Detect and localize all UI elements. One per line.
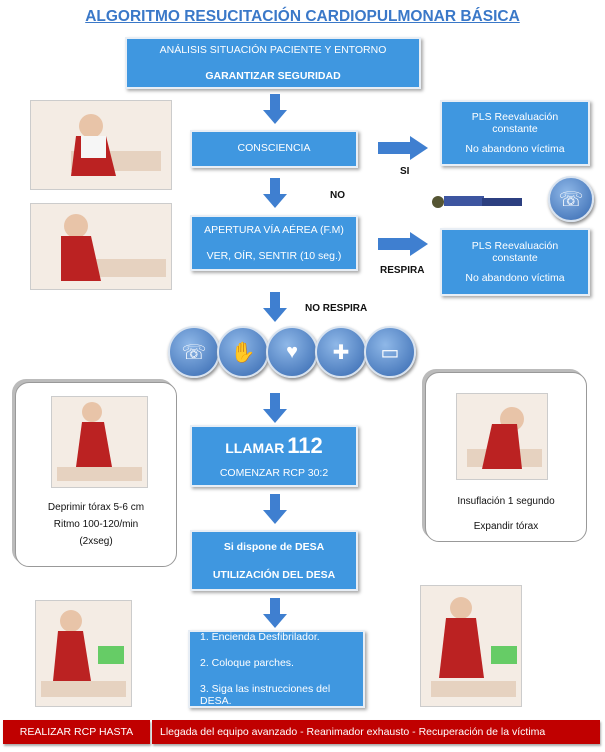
pls1-line2: No abandono víctima <box>465 143 565 155</box>
footer-left-text: REALIZAR RCP HASTA <box>19 726 134 738</box>
page-title: ALGORITMO RESUCITACIÓN CARDIOPULMONAR BÁ… <box>85 8 520 25</box>
call-label: LLAMAR <box>225 440 285 456</box>
label-respira: RESPIRA <box>380 265 425 276</box>
pls-box-1: PLS Reevaluación constante No abandono v… <box>440 100 590 166</box>
step-3: 3. Siga las instrucciones del DESA. <box>200 683 331 707</box>
desa-box: Si dispone de DESA UTILIZACIÓN DEL DESA <box>190 530 358 591</box>
rescue-breath-image <box>456 393 548 480</box>
compression-depth: Deprimir tórax 5-6 cm <box>47 502 145 513</box>
hand-icon: ✋ <box>217 326 269 378</box>
analysis-line2: GARANTIZAR SEGURIDAD <box>205 70 341 82</box>
arrow-right-icon <box>378 232 428 256</box>
compressions-card: Deprimir tórax 5-6 cm Ritmo 100-120/min … <box>15 382 177 567</box>
pls2-line1: PLS Reevaluación constante <box>471 240 559 264</box>
step-2: 2. Coloque parches. <box>200 657 294 669</box>
pls-box-2: PLS Reevaluación constante No abandono v… <box>440 228 590 296</box>
conscience-box: CONSCIENCIA <box>190 130 358 168</box>
footer-right-text: Llegada del equipo avanzado - Reanimador… <box>160 726 546 738</box>
start-cpr-text: COMENZAR RCP 30:2 <box>219 467 329 479</box>
pls2-line2: No abandono víctima <box>465 272 565 284</box>
aed-steps-box: 1. Encienda Desfibrilador. 2. Coloque pa… <box>188 630 365 708</box>
phone-icon: ☏ <box>548 176 594 222</box>
airway-box: APERTURA VÍA AÉREA (F.M) VER, OÍR, SENTI… <box>190 215 358 271</box>
arrow-down-icon <box>263 494 287 524</box>
desa-line2: UTILIZACIÓN DEL DESA <box>212 568 336 581</box>
call-box: LLAMAR 112 COMENZAR RCP 30:2 <box>190 425 358 487</box>
rescuer-check-consciousness-image <box>30 100 172 190</box>
step-1: 1. Encienda Desfibrilador. <box>200 631 320 643</box>
arrow-down-icon <box>263 393 287 423</box>
arrow-down-icon <box>263 94 287 124</box>
monitor-icon: ▭ <box>364 326 416 378</box>
footer-right: Llegada del equipo avanzado - Reanimador… <box>152 720 600 744</box>
airway-line2: VER, OÍR, SENTIR (10 seg.) <box>206 250 342 262</box>
conscience-label: CONSCIENCIA <box>237 142 311 154</box>
arrow-down-icon <box>263 178 287 208</box>
expand-chest-text: Expandir tórax <box>473 521 539 532</box>
arrow-right-icon <box>378 136 428 160</box>
label-no: NO <box>330 190 345 201</box>
compression-per-second: (2xseg) <box>79 536 113 547</box>
analysis-box: ANÁLISIS SITUACIÓN PACIENTE Y ENTORNO GA… <box>125 37 421 89</box>
ambulance-icon: ✚ <box>315 326 367 378</box>
arrow-down-icon <box>263 598 287 628</box>
emergency-number: 112 <box>287 433 323 458</box>
chest-compression-image <box>51 396 148 488</box>
label-no-respira: NO RESPIRA <box>305 303 368 314</box>
defibrillator-heart-icon: ♥ <box>266 326 318 378</box>
label-si: SI <box>400 166 410 177</box>
desa-line1: Si dispone de DESA <box>223 540 325 553</box>
airway-opening-image <box>30 203 172 290</box>
ventilation-card: Insuflación 1 segundo Expandir tórax <box>425 372 587 542</box>
airway-line1: APERTURA VÍA AÉREA (F.M) <box>204 224 344 236</box>
compression-rate: Ritmo 100-120/min <box>53 519 139 530</box>
footer-left: REALIZAR RCP HASTA <box>3 720 150 744</box>
arrow-down-icon <box>263 292 287 322</box>
recovery-position-image <box>430 182 530 214</box>
phone-icon: ☏ <box>168 326 220 378</box>
aed-pads-image <box>35 600 132 707</box>
pls1-line1: PLS Reevaluación constante <box>471 111 559 135</box>
insufflation-text: Insuflación 1 segundo <box>457 496 555 507</box>
aed-stand-clear-image <box>420 585 522 707</box>
analysis-line1: ANÁLISIS SITUACIÓN PACIENTE Y ENTORNO <box>159 44 387 56</box>
